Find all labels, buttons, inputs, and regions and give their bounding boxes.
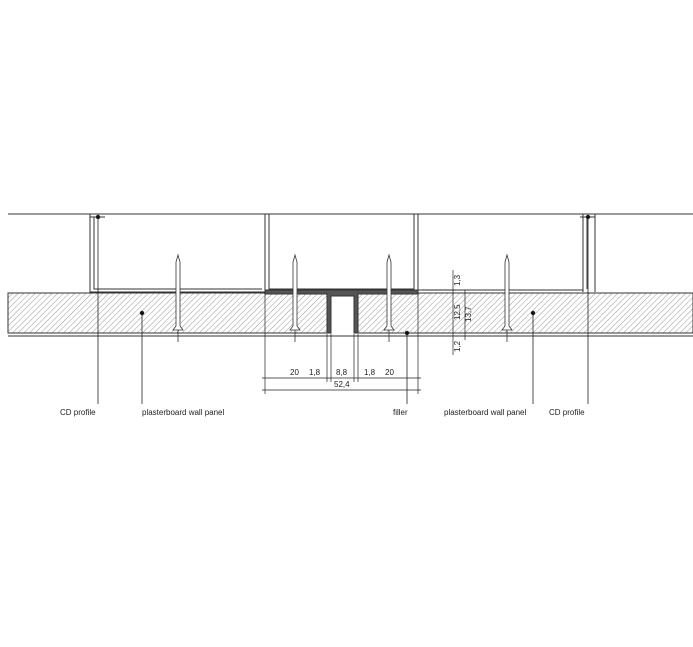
- label-cd-profile-left: CD profile: [60, 408, 96, 417]
- cd-profile-center: [264, 214, 588, 292]
- screws: [172, 253, 513, 342]
- dim-1-8-right: 1,8: [364, 368, 376, 377]
- dim-8-8: 8,8: [336, 368, 348, 377]
- dim-overall: 13,7: [464, 306, 473, 322]
- label-panel-left: plasterboard wall panel: [142, 408, 224, 417]
- label-cd-profile-right: CD profile: [549, 408, 585, 417]
- plasterboard-left: [7, 292, 328, 334]
- dim-20-left: 20: [290, 368, 299, 377]
- dim-bottom: 1,2: [453, 340, 462, 352]
- dim-total: 52,4: [334, 380, 350, 389]
- dim-top: 1,3: [453, 274, 462, 286]
- label-filler: filler: [393, 408, 408, 417]
- dim-20-right: 20: [385, 368, 394, 377]
- label-panel-right: plasterboard wall panel: [444, 408, 526, 417]
- plasterboard-right: [357, 292, 693, 334]
- dim-1-8-left: 1,8: [309, 368, 321, 377]
- dim-board: 12,5: [453, 304, 462, 320]
- dimension-lines: [262, 270, 466, 394]
